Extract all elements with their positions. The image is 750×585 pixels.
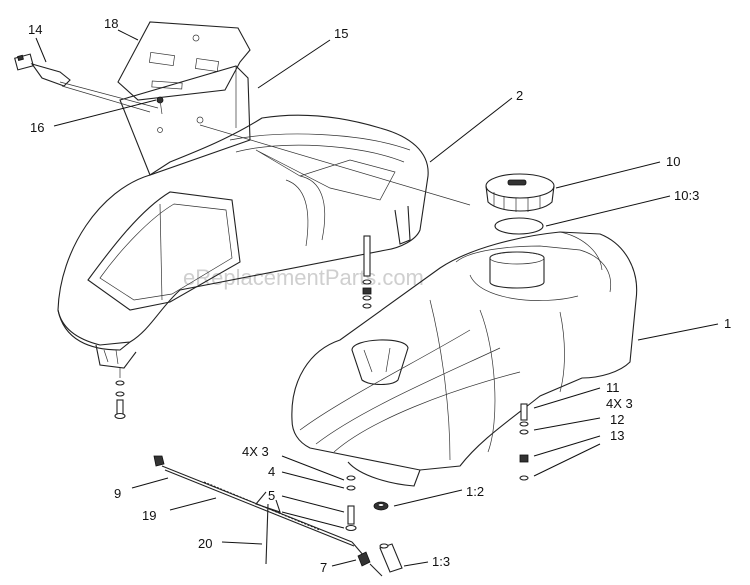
callout-20: 20	[198, 536, 212, 551]
callout-4x3-left: 4X 3	[242, 444, 269, 459]
callout-4: 4	[268, 464, 275, 479]
callout-2: 2	[516, 88, 523, 103]
fasteners-bottom	[345, 475, 357, 532]
callout-11: 11	[606, 380, 620, 395]
callout-4x3-right: 4X 3	[606, 396, 633, 411]
callout-15: 15	[334, 26, 348, 41]
part-10-fuel-cap	[485, 173, 555, 212]
part-2-upper-shell	[57, 114, 429, 369]
callout-1-3: 1:3	[432, 554, 450, 569]
callout-18: 18	[104, 16, 118, 31]
part-1-fuel-tank	[291, 231, 638, 487]
callout-9: 9	[114, 486, 121, 501]
callout-1-2: 1:2	[466, 484, 484, 499]
callout-12: 12	[610, 412, 624, 427]
callout-5: 5	[268, 488, 275, 503]
fasteners-right	[519, 403, 529, 481]
rod-wire	[199, 124, 471, 206]
fasteners-center	[362, 235, 372, 309]
part-10-3-gasket	[494, 217, 544, 235]
part-14-switch	[14, 53, 159, 113]
part-9-rod	[153, 455, 365, 557]
leader-lines	[35, 29, 719, 567]
part-16-screw	[156, 96, 164, 115]
part-1-2-grommet	[373, 501, 389, 511]
part-18-plate	[117, 21, 251, 101]
callout-1: 1	[724, 316, 731, 331]
part-15-bracket	[119, 65, 251, 176]
watermark: eReplacementParts.com	[183, 265, 424, 290]
callout-19: 19	[142, 508, 156, 523]
callout-16: 16	[30, 120, 44, 135]
fasteners-left	[114, 368, 126, 420]
part-1-3-fitting	[369, 543, 403, 577]
callout-10: 10	[666, 154, 680, 169]
callout-7: 7	[320, 560, 327, 575]
callout-10-3: 10:3	[674, 188, 699, 203]
callout-labels: 14 18 15 16 2 10 10:3 1 11 4X 3 12 13 4X…	[28, 16, 731, 575]
part-20-handle	[255, 491, 281, 565]
callout-13: 13	[610, 428, 624, 443]
callout-14: 14	[28, 22, 42, 37]
part-7-clip	[357, 551, 371, 567]
